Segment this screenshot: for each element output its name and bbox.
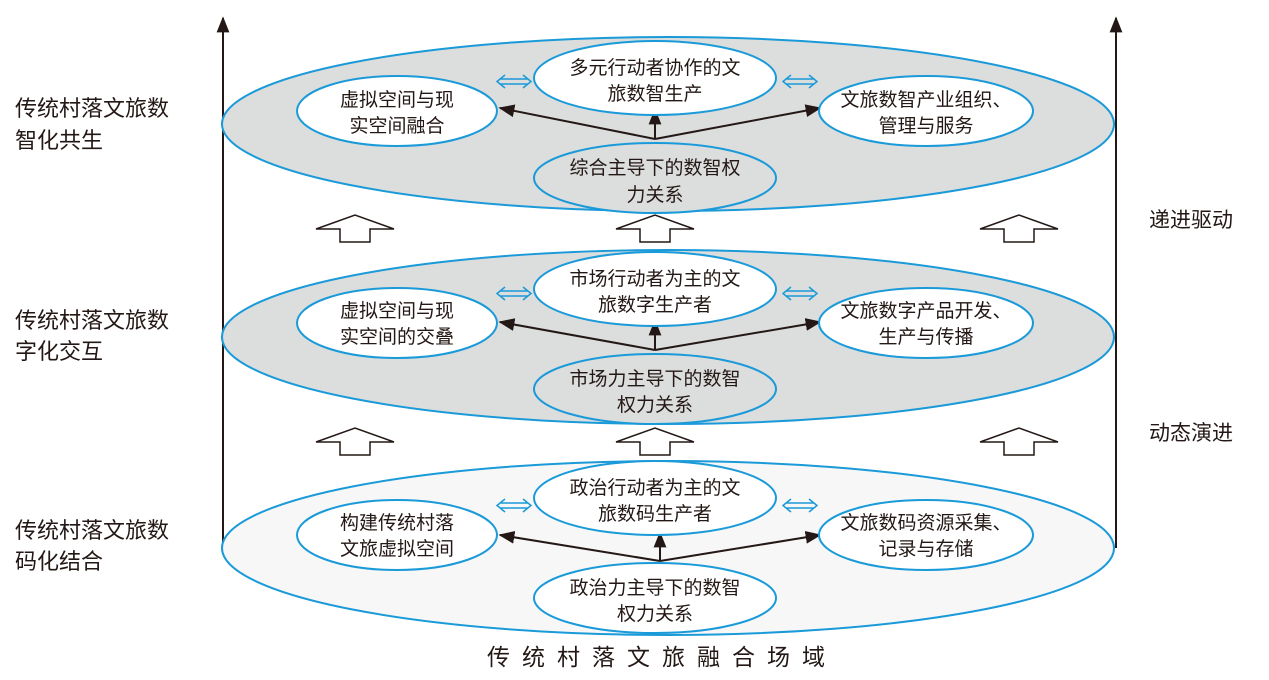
l3-right-text-1: 文旅数智产业组织、 (840, 89, 1011, 111)
l2-bottom-text-1: 市场力主导下的数智 (569, 368, 740, 390)
l2-center-node (533, 251, 777, 327)
l3-left-node (296, 75, 498, 147)
l1-right-node (818, 499, 1034, 571)
l2-left-text-1: 虚拟空间与现 (340, 300, 454, 322)
l2-bottom-text-2: 权力关系 (617, 394, 693, 416)
l3-center-text-1: 多元行动者协作的文 (569, 57, 740, 79)
l3-left-text-2: 实空间融合 (349, 115, 444, 137)
level-1-plane (221, 460, 1115, 636)
l3-bottom-text-1: 综合主导下的数智权 (569, 157, 740, 179)
left-label-l1-line1: 传统村落文旅数 (15, 519, 169, 544)
field-caption: 传统村落文旅融合场域 (487, 645, 837, 671)
l1-bottom-text-1: 政治力主导下的数智 (569, 577, 740, 599)
right-label-upper: 递进驱动 (1149, 208, 1233, 232)
up-arrow-icon (979, 214, 1059, 243)
left-label-l2-line2: 字化交互 (15, 340, 103, 365)
l3-center-node (533, 40, 777, 116)
l1-center-text-1: 政治行动者为主的文 (569, 477, 740, 499)
l1-left-text-2: 文旅虚拟空间 (340, 538, 454, 560)
up-arrow-icon (615, 427, 695, 456)
up-arrow-icon (615, 214, 695, 243)
l3-bottom-node (533, 142, 777, 214)
l1-left-text-1: 构建传统村落 (340, 512, 454, 534)
l3-bottom-text-2: 力关系 (626, 184, 683, 206)
level-2-plane (221, 249, 1115, 425)
left-label-l3-line1: 传统村落文旅数 (15, 97, 169, 122)
l1-right-text-1: 文旅数码资源采集、 (840, 512, 1011, 534)
l2-center-text-1: 市场行动者为主的文 (569, 268, 740, 290)
l1-center-node (533, 460, 777, 536)
l2-right-text-2: 生产与传播 (878, 326, 973, 348)
up-arrow-icon (979, 427, 1059, 456)
l2-center-text-2: 旅数字生产者 (598, 294, 712, 316)
l3-center-text-2: 旅数智生产 (607, 83, 702, 105)
l3-left-text-1: 虚拟空间与现 (340, 89, 454, 111)
level-3-plane (221, 36, 1115, 214)
l3-right-text-2: 管理与服务 (878, 115, 973, 137)
left-label-l1-line2: 码化结合 (15, 550, 103, 575)
left-label-l3-line2: 智化共生 (15, 129, 103, 154)
l2-bottom-node (533, 353, 777, 425)
l1-left-node (296, 499, 498, 571)
l1-right-text-2: 记录与存储 (878, 538, 973, 560)
l2-left-node (296, 287, 498, 359)
l2-right-node (818, 287, 1034, 359)
l1-bottom-node (533, 562, 777, 634)
right-label-lower: 动态演进 (1149, 421, 1233, 445)
up-arrow-icon (315, 214, 395, 243)
l2-left-text-2: 实空间的交叠 (340, 326, 454, 348)
up-arrow-icon (315, 427, 395, 456)
l2-right-text-1: 文旅数字产品开发、 (840, 300, 1011, 322)
left-label-l2-line1: 传统村落文旅数 (15, 309, 169, 334)
l1-center-text-2: 旅数码生产者 (598, 503, 712, 525)
l3-right-node (818, 75, 1034, 147)
l1-bottom-text-2: 权力关系 (617, 603, 693, 625)
